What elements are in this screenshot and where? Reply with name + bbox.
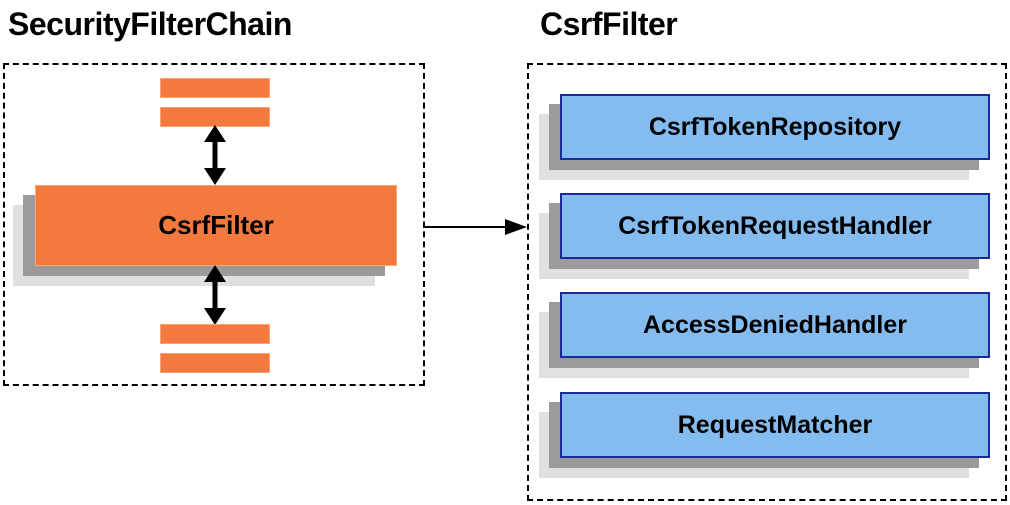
filter-slot-bar-bottom-2: [160, 353, 270, 373]
filter-slot-bar-top-2: [160, 107, 270, 127]
bidirectional-arrow-top-icon: [204, 125, 226, 185]
csrf-filter-box: CsrfFilter: [35, 185, 397, 266]
csrf-token-repository-label: CsrfTokenRepository: [648, 112, 902, 141]
csrf-filter-box-label: CsrfFilter: [158, 210, 274, 240]
flow-arrow-icon: [423, 219, 527, 235]
request-matcher-label: RequestMatcher: [677, 410, 873, 439]
csrf-token-repository-box: CsrfTokenRepository: [560, 94, 990, 160]
csrf-filter-detail-container: [527, 63, 1007, 501]
security-filter-chain-title: SecurityFilterChain: [8, 6, 292, 42]
filter-slot-bar-bottom-1: [160, 324, 270, 344]
csrf-filter-title: CsrfFilter: [540, 6, 678, 42]
csrf-token-request-handler-box: CsrfTokenRequestHandler: [560, 193, 990, 259]
request-matcher-box: RequestMatcher: [560, 392, 990, 458]
csrf-token-request-handler-label: CsrfTokenRequestHandler: [618, 211, 932, 240]
access-denied-handler-label: AccessDeniedHandler: [642, 310, 907, 339]
bidirectional-arrow-bottom-icon: [204, 265, 226, 325]
access-denied-handler-box: AccessDeniedHandler: [560, 292, 990, 358]
security-filter-chain-container: [3, 63, 425, 386]
filter-slot-bar-top-1: [160, 78, 270, 98]
